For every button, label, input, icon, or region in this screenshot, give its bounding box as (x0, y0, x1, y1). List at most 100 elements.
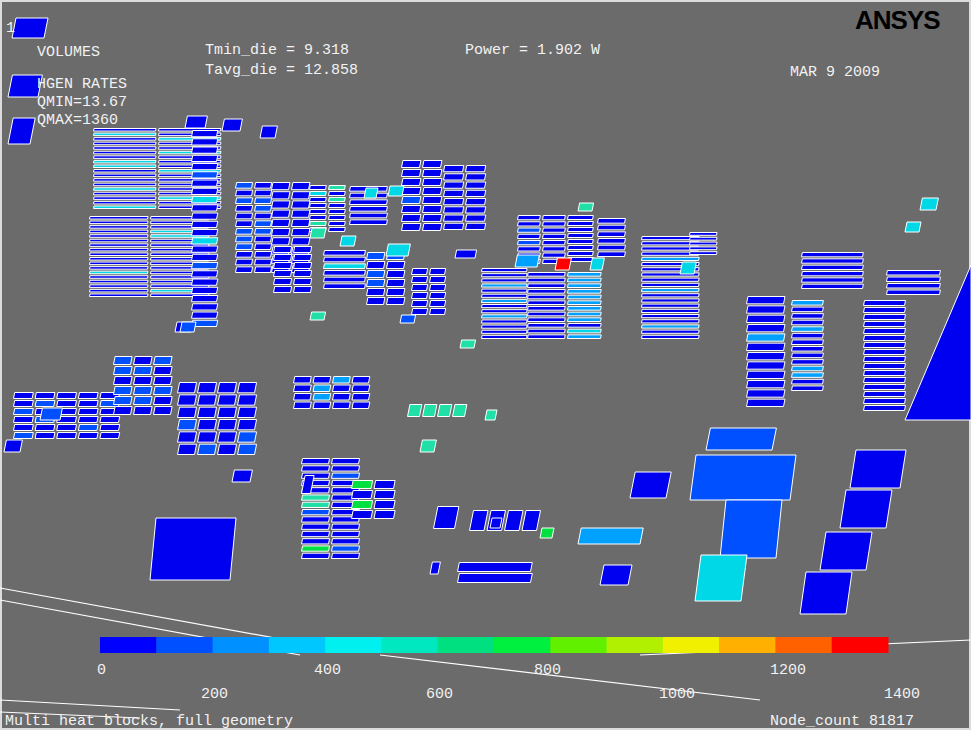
heat-block (134, 357, 153, 365)
heat-block (490, 518, 502, 528)
heat-block (690, 242, 718, 245)
heat-block (568, 234, 594, 238)
heat-block (302, 459, 330, 464)
heat-block (747, 362, 785, 369)
heat-block (568, 228, 594, 232)
heat-block (458, 563, 533, 572)
heat-block (642, 294, 700, 297)
heat-block (313, 385, 331, 392)
heat-block (482, 305, 528, 308)
heat-block (310, 216, 327, 220)
heat-block (482, 294, 528, 297)
heat-block (568, 324, 602, 328)
heat-block (255, 229, 272, 235)
heat-block (412, 301, 428, 307)
heat-block (850, 450, 906, 488)
heat-block (747, 325, 785, 332)
heat-block (642, 320, 700, 323)
heat-block (154, 367, 173, 375)
stat-label: Power = 1.902 W (465, 42, 600, 59)
heat-block (255, 252, 272, 258)
heat-block (518, 234, 541, 238)
heat-block (792, 386, 824, 391)
heat-block (792, 347, 824, 352)
color-swatch (494, 637, 551, 653)
heat-block (367, 298, 385, 305)
heat-block (387, 262, 405, 269)
heat-block (90, 244, 149, 247)
heat-block (642, 304, 700, 307)
heat-block (332, 466, 360, 471)
heat-block (134, 397, 153, 405)
heat-block (864, 329, 906, 334)
heat-block (192, 287, 218, 293)
heat-block (430, 269, 446, 275)
heat-block (94, 165, 157, 168)
heat-block (333, 377, 351, 384)
heat-block (482, 274, 528, 277)
heat-block (236, 213, 253, 219)
heat-block (114, 357, 133, 365)
heat-block (747, 315, 785, 322)
heat-block (332, 546, 360, 551)
heat-block (35, 401, 55, 407)
heat-block (695, 555, 747, 601)
heat-block (40, 408, 62, 420)
heat-block (402, 215, 421, 222)
heat-block (568, 312, 602, 316)
heat-block (192, 304, 218, 310)
heat-block (482, 289, 528, 292)
stat-label: QMAX=1360 (37, 112, 118, 129)
heat-block (238, 444, 257, 454)
heat-block (313, 377, 331, 384)
heat-block (310, 210, 327, 214)
heat-block (792, 314, 824, 319)
heat-block (568, 222, 594, 226)
heat-block (423, 179, 442, 186)
heat-block (747, 306, 785, 313)
heat-block (192, 131, 218, 137)
heat-block (274, 255, 292, 261)
heat-block (302, 539, 330, 544)
heat-block (528, 301, 566, 305)
heat-block (329, 192, 346, 196)
heat-block (387, 271, 405, 278)
heat-block (690, 233, 718, 236)
heat-block (352, 511, 373, 519)
heat-block (154, 357, 173, 365)
heat-block (864, 364, 906, 369)
heat-block (302, 495, 330, 500)
heat-block (568, 329, 602, 333)
heat-block (434, 507, 459, 529)
heat-block (236, 229, 253, 235)
heat-block (444, 182, 464, 188)
heat-block (134, 377, 153, 385)
heat-block (57, 393, 77, 399)
heat-block (423, 206, 442, 213)
heat-block (192, 180, 218, 186)
stat-label: Tavg_die = 12.858 (205, 62, 358, 79)
heat-block (568, 252, 594, 256)
heat-block (232, 470, 252, 482)
heat-block (864, 315, 906, 320)
heat-block (255, 267, 272, 273)
heat-block (94, 206, 157, 209)
heat-block (238, 407, 257, 417)
heat-block (466, 215, 486, 221)
heat-block (178, 395, 197, 405)
heat-block (864, 357, 906, 362)
heat-block (630, 472, 671, 498)
heat-block (444, 223, 464, 229)
heat-block (302, 531, 330, 536)
heat-block (274, 279, 292, 285)
heat-block (114, 407, 133, 415)
heat-block (90, 262, 149, 265)
heat-block (642, 299, 700, 302)
caption: Multi heat blocks, full geometry (5, 713, 293, 730)
heat-block (792, 327, 824, 332)
heat-block (14, 393, 34, 399)
heat-block (402, 224, 421, 231)
heat-block (690, 252, 718, 255)
heat-block (198, 407, 217, 417)
heat-block (260, 126, 277, 138)
